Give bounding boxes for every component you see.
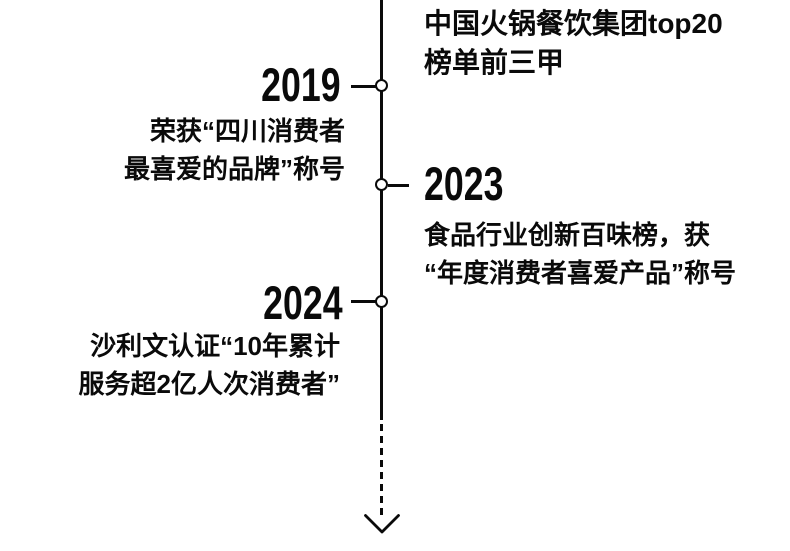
description-line: 榜单前三甲 [424, 47, 565, 78]
description-line: 荣获“四川消费者 [149, 116, 345, 146]
node-dot-2023 [375, 178, 388, 191]
arrow-down-icon [364, 514, 400, 534]
node-tick-2023 [388, 184, 409, 187]
description-line: 沙利文认证“10年累计 [90, 331, 340, 361]
node-dot-2019 [375, 79, 388, 92]
milestone-description-2019: 荣获“四川消费者 最喜爱的品牌”称号 [124, 112, 345, 188]
year-label-2019: 2019 [261, 58, 341, 111]
description-line: 服务超2亿人次消费者” [78, 369, 340, 399]
milestone-description-top: 中国火锅餐饮集团top20 榜单前三甲 [424, 4, 723, 82]
node-dot-2024 [375, 295, 388, 308]
description-line: 食品行业创新百味榜，获 [424, 220, 711, 250]
description-line: “年度消费者喜爱产品”称号 [424, 258, 737, 288]
node-tick-2024 [351, 300, 376, 303]
node-tick-2019 [351, 85, 376, 88]
description-line: 最喜爱的品牌”称号 [123, 154, 345, 184]
description-line: 中国火锅餐饮集团top20 [424, 8, 723, 39]
year-label-2023: 2023 [424, 157, 504, 210]
year-label-2024: 2024 [263, 276, 343, 329]
timeline-axis-dashed-line [380, 424, 383, 516]
milestone-description-2024: 沙利文认证“10年累计 服务超2亿人次消费者” [79, 327, 340, 403]
milestone-description-2023: 食品行业创新百味榜，获 “年度消费者喜爱产品”称号 [424, 216, 736, 292]
timeline-axis-line [380, 0, 383, 420]
